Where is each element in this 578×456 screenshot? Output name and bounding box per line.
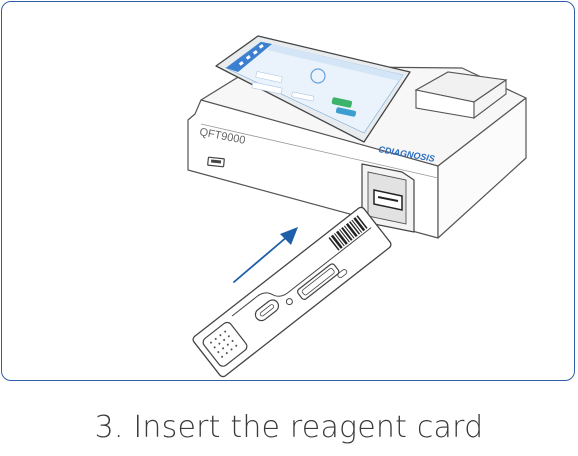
card-notch bbox=[337, 269, 348, 279]
sample-pad bbox=[202, 321, 248, 367]
screen-start-button bbox=[331, 97, 353, 108]
screen-sidebar-icons bbox=[238, 44, 264, 66]
reagent-card bbox=[192, 206, 392, 378]
screen-secondary-button bbox=[335, 107, 357, 117]
screen-gauge-icon bbox=[310, 68, 326, 84]
screen-header-bar bbox=[267, 44, 403, 81]
illustration-frame: QFT9000 CDIAGNOSIS bbox=[1, 1, 575, 381]
barcode-icon bbox=[328, 215, 368, 251]
screen-field-1 bbox=[255, 71, 283, 83]
device-illustration: QFT9000 CDIAGNOSIS bbox=[187, 35, 527, 378]
printer-side bbox=[473, 78, 507, 120]
insert-arrow-shaft bbox=[233, 235, 289, 283]
step-caption: 3. Insert the reagent card bbox=[94, 410, 484, 445]
screen-field-2 bbox=[251, 81, 283, 95]
result-window bbox=[296, 263, 340, 300]
screen-field-3 bbox=[291, 91, 315, 102]
sample-pad-dots bbox=[209, 330, 238, 358]
card-channel-outline bbox=[231, 227, 372, 317]
card-vent-hole bbox=[285, 298, 293, 306]
device-side-face bbox=[437, 97, 527, 239]
arrow-up-right-icon bbox=[280, 227, 298, 245]
reagent-card-body bbox=[192, 206, 392, 378]
